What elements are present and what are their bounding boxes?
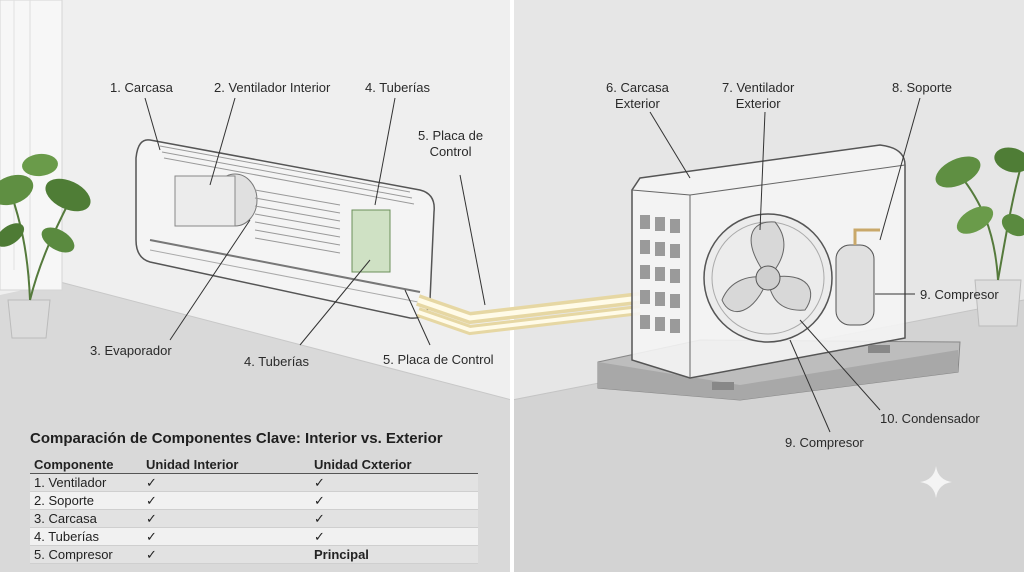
label-evaporator: 3. Evaporador	[90, 343, 172, 359]
label-compressor-right: 9. Compresor	[920, 287, 999, 303]
label-control-board-bottom: 5. Placa de Control	[383, 352, 494, 368]
label-outdoor-casing-line1: 6. Carcasa	[606, 80, 669, 96]
outdoor-unit	[598, 145, 960, 400]
check-icon: ✓	[142, 474, 310, 492]
check-icon: ✓	[310, 510, 478, 528]
table-row: 4. Tuberías ✓ ✓	[30, 528, 478, 546]
column-header: Componente	[30, 455, 142, 474]
table-cell: 4. Tuberías	[30, 528, 142, 546]
label-control-board-top-line2: Control	[418, 144, 483, 160]
table-cell: Principal	[310, 546, 478, 564]
table-cell: 2. Soporte	[30, 492, 142, 510]
label-outdoor-fan: 7. Ventilador Exterior	[722, 80, 794, 112]
label-support: 8. Soporte	[892, 80, 952, 96]
check-icon: ✓	[142, 546, 310, 564]
label-outdoor-casing: 6. Carcasa Exterior	[606, 80, 669, 112]
label-control-board-top-line1: 5. Placa de	[418, 128, 483, 144]
table-cell: 3. Carcasa	[30, 510, 142, 528]
column-header: Unidad Cxterior	[310, 455, 478, 474]
table-header-row: Componente Unidad Interior Unidad Cxteri…	[30, 455, 478, 474]
label-indoor-fan: 2. Ventilador Interior	[214, 80, 330, 96]
label-pipes-top: 4. Tuberías	[365, 80, 430, 96]
table-row: 2. Soporte ✓ ✓	[30, 492, 478, 510]
check-icon: ✓	[310, 528, 478, 546]
check-icon: ✓	[142, 510, 310, 528]
label-control-board-top: 5. Placa de Control	[418, 128, 483, 160]
table-cell: 5. Compresor	[30, 546, 142, 564]
label-condenser: 10. Condensador	[880, 411, 980, 427]
check-icon: ✓	[310, 474, 478, 492]
table-cell: 1. Ventilador	[30, 474, 142, 492]
table-row: 3. Carcasa ✓ ✓	[30, 510, 478, 528]
comparison-table: Componente Unidad Interior Unidad Cxteri…	[30, 455, 478, 564]
check-icon: ✓	[142, 528, 310, 546]
table-title: Comparación de Componentes Clave: Interi…	[30, 430, 478, 447]
comparison-table-section: Comparación de Componentes Clave: Interi…	[30, 430, 478, 564]
check-icon: ✓	[142, 492, 310, 510]
table-row: 5. Compresor ✓ Principal	[30, 546, 478, 564]
column-header: Unidad Interior	[142, 455, 310, 474]
label-outdoor-fan-line2: Exterior	[722, 96, 794, 112]
label-outdoor-fan-line1: 7. Ventilador	[722, 80, 794, 96]
label-casing: 1. Carcasa	[110, 80, 173, 96]
label-pipes-bottom: 4. Tuberías	[244, 354, 309, 370]
table-row: 1. Ventilador ✓ ✓	[30, 474, 478, 492]
label-compressor-bottom: 9. Compresor	[785, 435, 864, 451]
check-icon: ✓	[310, 492, 478, 510]
fan-icon	[704, 214, 832, 342]
label-outdoor-casing-line2: Exterior	[606, 96, 669, 112]
